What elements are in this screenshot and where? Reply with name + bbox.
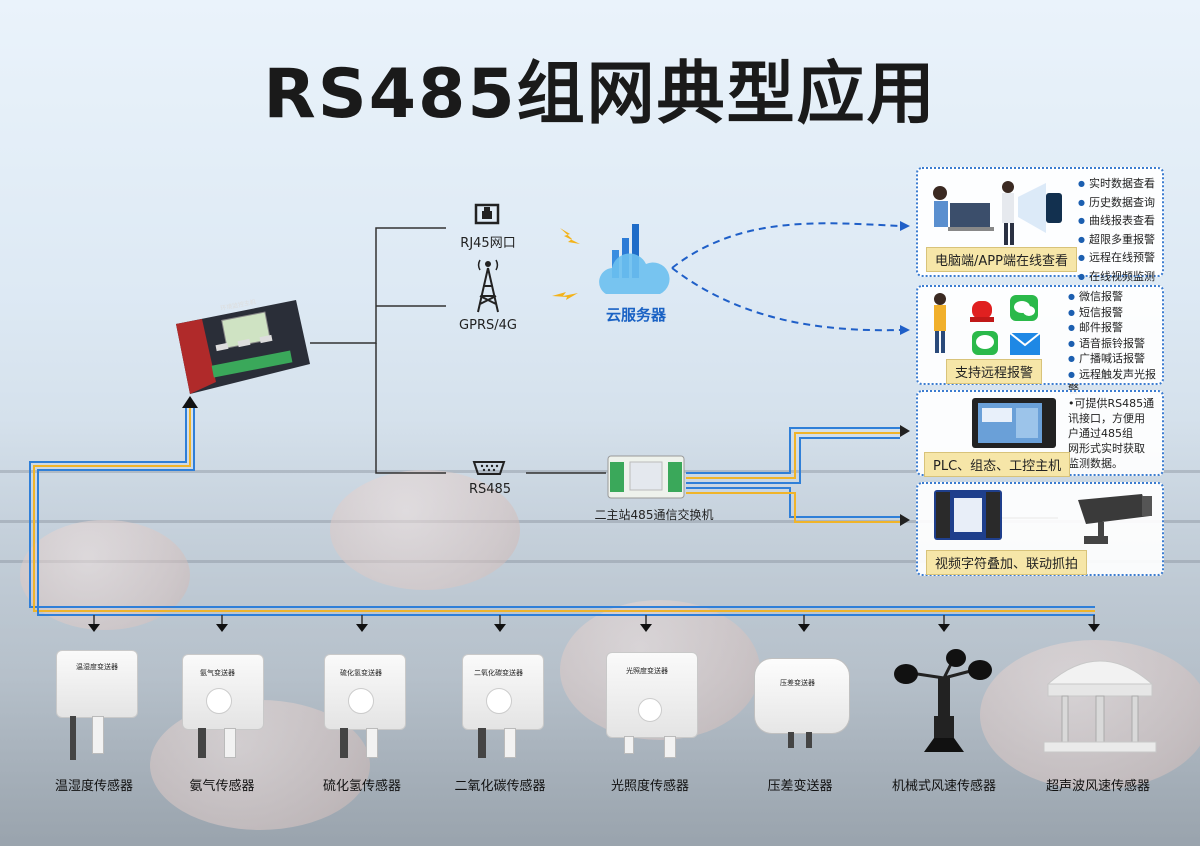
people-devices-illustration (933, 181, 1062, 245)
fence-rail (0, 520, 1200, 523)
device-label: 光照度变送器 (626, 667, 668, 675)
co2-sensor: 二氧化碳变送器 (460, 648, 546, 764)
security-camera-icon (1078, 494, 1152, 544)
list-item: 曲线报表查看 (1078, 212, 1155, 231)
sensor-name: 压差变送器 (767, 779, 833, 794)
device-label: 压差变送器 (780, 679, 815, 687)
sensor-name: 温湿度传感器 (54, 779, 134, 794)
pressure-diff-sensor: 压差变送器 (750, 654, 852, 764)
list-item: 邮件报警 (1068, 320, 1162, 336)
view-panel-caption: 电脑端/APP端在线查看 (926, 247, 1077, 272)
mechanical-wind-sensor (894, 648, 994, 764)
serial-port-icon (472, 460, 506, 476)
list-item: 微信报警 (1068, 289, 1162, 305)
device-label: 氨气变送器 (200, 669, 235, 677)
video-panel: 视频字符叠加、联动抓拍 (916, 482, 1164, 576)
video-overlay-device-icon (934, 490, 1002, 540)
list-item: 历史数据查询 (1078, 194, 1155, 213)
mail-icon (1009, 332, 1041, 355)
remote-alarm-panel: 微信报警 短信报警 邮件报警 语音振铃报警 广播喊话报警 远程触发声光报警 支持… (916, 285, 1164, 396)
alarm-icons (934, 293, 1041, 355)
signal-lightning-icon (560, 228, 580, 244)
rj45-label: RJ45网口 (460, 236, 516, 251)
alarm-panel-caption: 支持远程报警 (946, 359, 1043, 384)
ethernet-port-icon (473, 202, 501, 226)
video-panel-caption: 视频字符叠加、联动抓拍 (926, 550, 1088, 575)
ultrasonic-wind-sensor (1042, 648, 1158, 764)
communication-switch (606, 454, 686, 500)
cell-tower-icon (472, 256, 504, 314)
wechat-icon (1010, 295, 1038, 321)
up-arrow-icon (182, 396, 198, 408)
sensor-name: 硫化氢传感器 (322, 779, 402, 794)
alarm-features-list: 微信报警 短信报警 邮件报警 语音振铃报警 广播喊话报警 远程触发声光报警 (1068, 289, 1162, 398)
view-features-list: 实时数据查看 历史数据查询 曲线报表查看 超限多重报警 远程在线预警 在线视频监… (1078, 175, 1155, 286)
list-item: 实时数据查看 (1078, 175, 1155, 194)
list-item: 语音振铃报警 (1068, 336, 1162, 352)
sensor-name: 氨气传感器 (189, 779, 255, 794)
device-label: 二氧化碳变送器 (474, 669, 523, 677)
gprs-label: GPRS/4G (459, 318, 517, 333)
monitoring-host: 环境监控主机 (172, 294, 310, 398)
ammonia-sensor: 氨气变送器 (180, 648, 266, 764)
list-item: 广播喊话报警 (1068, 351, 1162, 367)
plc-panel: •可提供RS485通 讯接口，方便用 户通过485组 网形式实时获取 监测数据。… (916, 390, 1164, 477)
pig-shape (330, 470, 520, 590)
list-item: 短信报警 (1068, 305, 1162, 321)
cloud-server-icon (592, 214, 676, 300)
device-label: 硫化氢变送器 (340, 669, 382, 677)
h2s-sensor: 硫化氢变送器 (322, 648, 408, 764)
device-label: 温湿度变送器 (76, 663, 118, 671)
list-item: 远程触发声光报警 (1068, 367, 1162, 398)
list-item: 在线视频监测 (1078, 268, 1155, 287)
sensor-name: 光照度传感器 (610, 779, 690, 794)
switch-label: 二主站485通信交换机 (594, 508, 714, 522)
plc-description: •可提供RS485通 讯接口，方便用 户通过485组 网形式实时获取 监测数据。 (1068, 397, 1155, 470)
list-item: 超限多重报警 (1078, 231, 1155, 250)
industrial-pc-icon (972, 398, 1056, 448)
sensor-name: 机械式风速传感器 (891, 779, 997, 794)
message-icon (972, 331, 998, 355)
rs485-label: RS485 (468, 482, 512, 497)
online-view-panel: 实时数据查看 历史数据查询 曲线报表查看 超限多重报警 远程在线预警 在线视频监… (916, 167, 1164, 283)
plc-panel-caption: PLC、组态、工控主机 (924, 452, 1071, 477)
list-item: 远程在线预警 (1078, 249, 1155, 268)
temp-humidity-sensor: 温湿度变送器 (54, 644, 138, 764)
fence-rail (0, 560, 1200, 563)
light-sensor: 光照度变送器 (604, 648, 698, 764)
cloud-label: 云服务器 (605, 306, 667, 324)
page-title: RS485组网典型应用 (263, 55, 937, 134)
sensor-name: 超声波风速传感器 (1045, 779, 1151, 794)
signal-lightning-icon (552, 292, 578, 300)
siren-icon (970, 301, 994, 322)
fence-rail (0, 470, 1200, 473)
sensor-name: 二氧化碳传感器 (454, 779, 546, 794)
